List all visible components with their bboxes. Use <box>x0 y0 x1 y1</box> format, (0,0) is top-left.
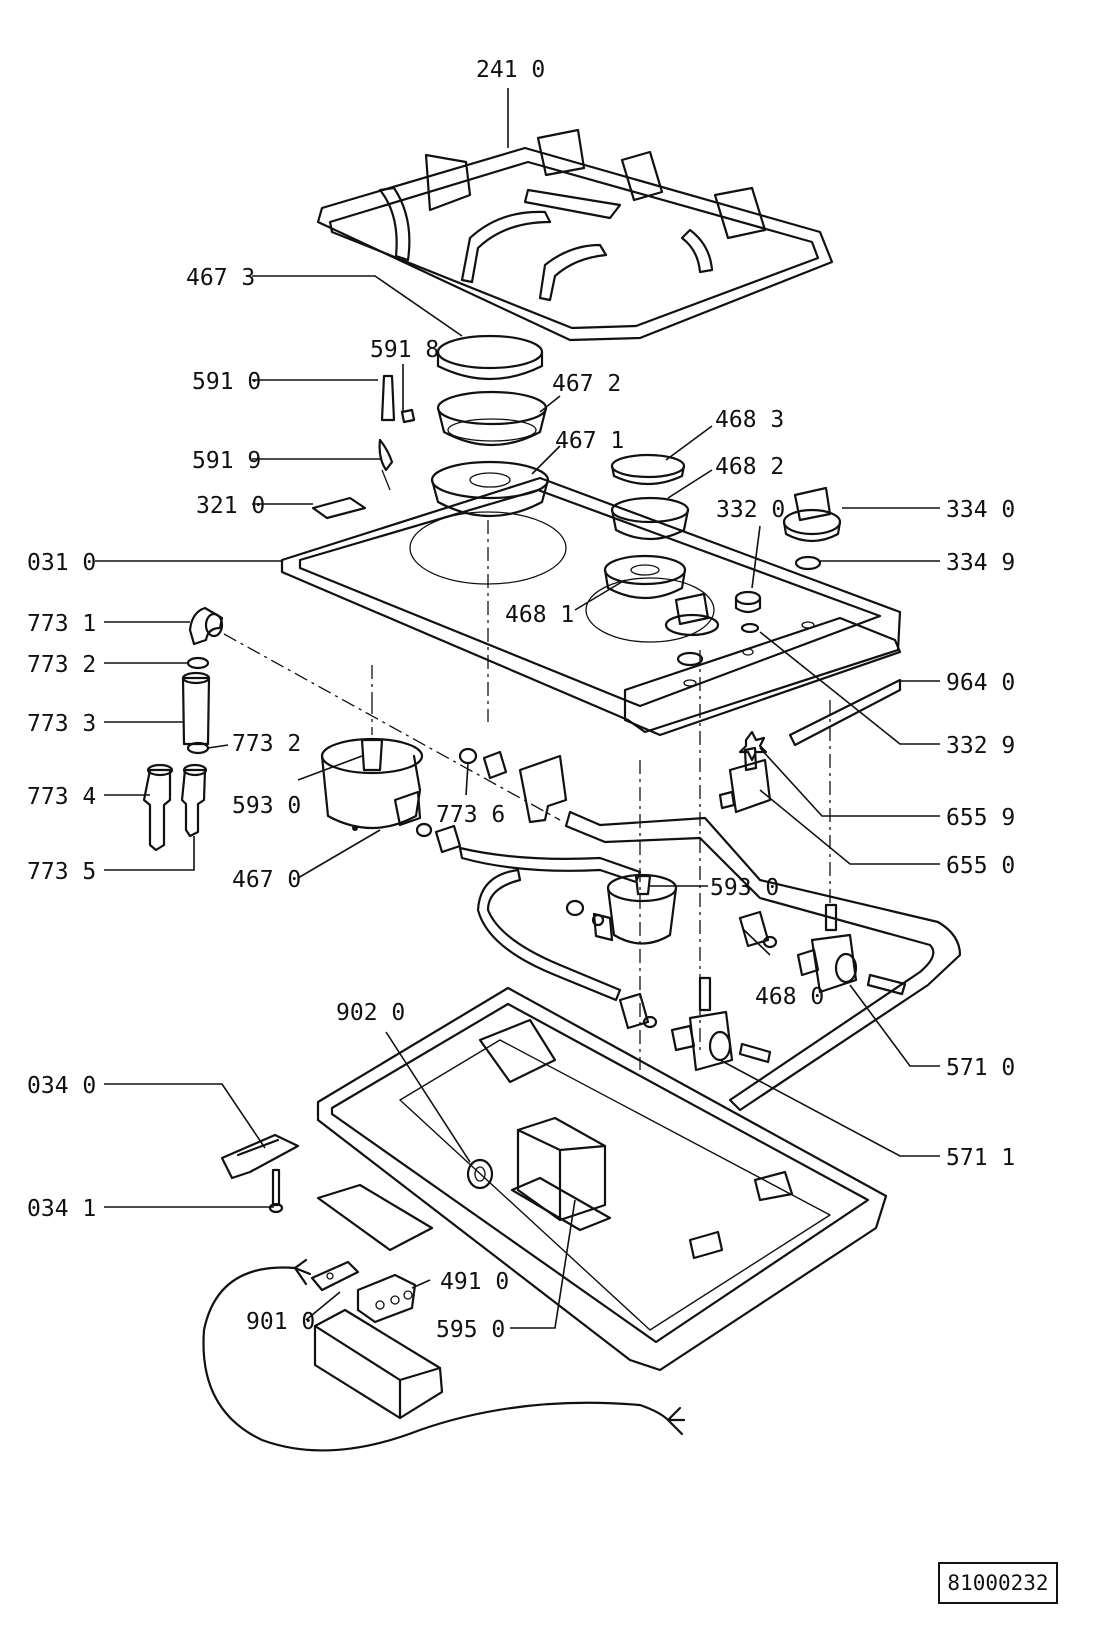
callout-468-3: 468 3 <box>715 407 784 433</box>
callout-467-3: 467 3 <box>186 265 255 291</box>
gas-valve-left <box>320 737 424 831</box>
callout-334-9: 334 9 <box>946 550 1015 576</box>
callout-773-2-upper: 773 2 <box>27 652 96 678</box>
control-knob <box>664 486 842 637</box>
gas-valve-right <box>565 873 678 945</box>
callout-773-1: 773 1 <box>27 611 96 637</box>
bottom-tray <box>316 986 888 1372</box>
supply-cable <box>202 1258 686 1452</box>
burner-ring-small <box>610 496 690 540</box>
grommet <box>466 1158 494 1190</box>
assembly-axis-2 <box>371 520 489 735</box>
callout-241-0: 241 0 <box>476 57 545 83</box>
callout-591-8: 591 8 <box>370 337 439 363</box>
callout-773-5: 773 5 <box>27 859 96 885</box>
callout-467-2: 467 2 <box>552 371 621 397</box>
sealing-washer-upper <box>186 656 210 670</box>
burner-body-small <box>603 554 687 599</box>
pan-support-grate <box>316 128 834 342</box>
callout-655-9: 655 9 <box>946 805 1015 831</box>
callout-773-4: 773 4 <box>27 784 96 810</box>
callout-491-0: 491 0 <box>440 1269 509 1295</box>
assembly-axis-1 <box>223 633 561 821</box>
burner-cap-small <box>610 453 686 486</box>
screw-small <box>400 408 416 424</box>
ignition-switch <box>718 746 772 814</box>
drawing-number: 81000232 <box>938 1562 1058 1604</box>
callout-571-1: 571 1 <box>946 1145 1015 1171</box>
callout-labels: 241 0 467 3 591 8 591 0 467 2 468 3 467 … <box>27 57 1015 1343</box>
transformer-block <box>510 1116 612 1232</box>
control-panel-strip <box>788 678 902 747</box>
callout-034-1: 034 1 <box>27 1196 96 1222</box>
ignition-electrode <box>378 374 396 491</box>
leader-lines <box>95 88 940 1329</box>
fixing-screw <box>268 1168 284 1214</box>
push-button <box>734 590 762 614</box>
hose-connector-short <box>180 763 208 838</box>
callout-773-2-lower: 773 2 <box>232 731 301 757</box>
terminal-block <box>356 1273 417 1324</box>
callout-593-0-left: 593 0 <box>232 793 301 819</box>
star-washer <box>738 730 768 762</box>
callout-595-0: 595 0 <box>436 1317 505 1343</box>
burner-ring-large <box>436 390 548 446</box>
callout-321-0: 321 0 <box>196 493 265 519</box>
callout-773-6: 773 6 <box>436 802 505 828</box>
callout-031-0: 031 0 <box>27 550 96 576</box>
callout-332-0: 332 0 <box>716 497 785 523</box>
callout-467-0: 467 0 <box>232 867 301 893</box>
callout-468-1: 468 1 <box>505 602 574 628</box>
callout-964-0: 964 0 <box>946 670 1015 696</box>
callout-332-9: 332 9 <box>946 733 1015 759</box>
callout-902-0: 902 0 <box>336 1000 405 1026</box>
callout-591-0: 591 0 <box>192 369 261 395</box>
injector-left <box>415 747 508 854</box>
callout-773-3: 773 3 <box>27 711 96 737</box>
knob-spring-ring <box>676 555 822 667</box>
callout-901-0: 901 0 <box>246 1309 315 1335</box>
callout-655-0: 655 0 <box>946 853 1015 879</box>
shaft-holes <box>683 621 815 687</box>
callout-034-0: 034 0 <box>27 1073 96 1099</box>
gas-tap-left <box>670 976 772 1072</box>
gas-elbow-fitting <box>188 606 224 646</box>
callout-591-9: 591 9 <box>192 448 261 474</box>
callout-468-2: 468 2 <box>715 454 784 480</box>
gas-tap-right <box>796 903 907 996</box>
cable-clamp <box>310 1260 360 1292</box>
burner-cap-large <box>436 334 544 380</box>
callout-571-0: 571 0 <box>946 1055 1015 1081</box>
callout-334-0: 334 0 <box>946 497 1015 523</box>
callout-468-0: 468 0 <box>755 984 824 1010</box>
fixing-bracket <box>220 1133 300 1180</box>
pipe-nut-468 <box>738 910 778 949</box>
hose-connector-long <box>142 763 174 852</box>
pipe-bracket <box>518 754 568 824</box>
insulation-plate <box>316 1183 434 1252</box>
gas-pipe-nipple <box>181 671 211 746</box>
cooktop-plate <box>280 476 902 737</box>
pipe-nut-left <box>618 992 658 1030</box>
terminal-cover <box>313 1308 444 1420</box>
callout-467-1: 467 1 <box>555 428 624 454</box>
electrode-cover <box>311 496 367 520</box>
callout-593-0-right: 593 0 <box>710 875 779 901</box>
